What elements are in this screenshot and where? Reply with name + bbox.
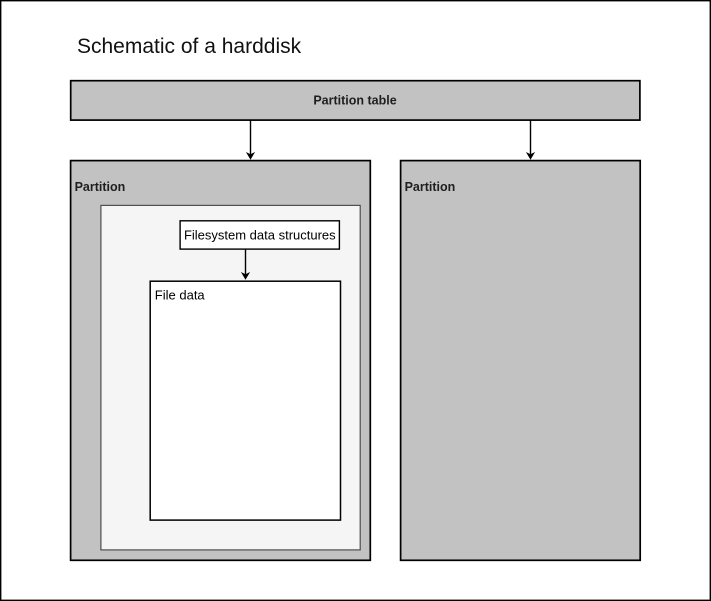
svg-text:Partition: Partition <box>75 180 126 194</box>
svg-text:Schematic of a harddisk: Schematic of a harddisk <box>77 35 302 58</box>
svg-text:Partition: Partition <box>405 180 456 194</box>
svg-text:Partition table: Partition table <box>313 94 396 108</box>
svg-text:File data: File data <box>155 288 206 303</box>
svg-text:Filesystem data structures: Filesystem data structures <box>184 227 336 242</box>
